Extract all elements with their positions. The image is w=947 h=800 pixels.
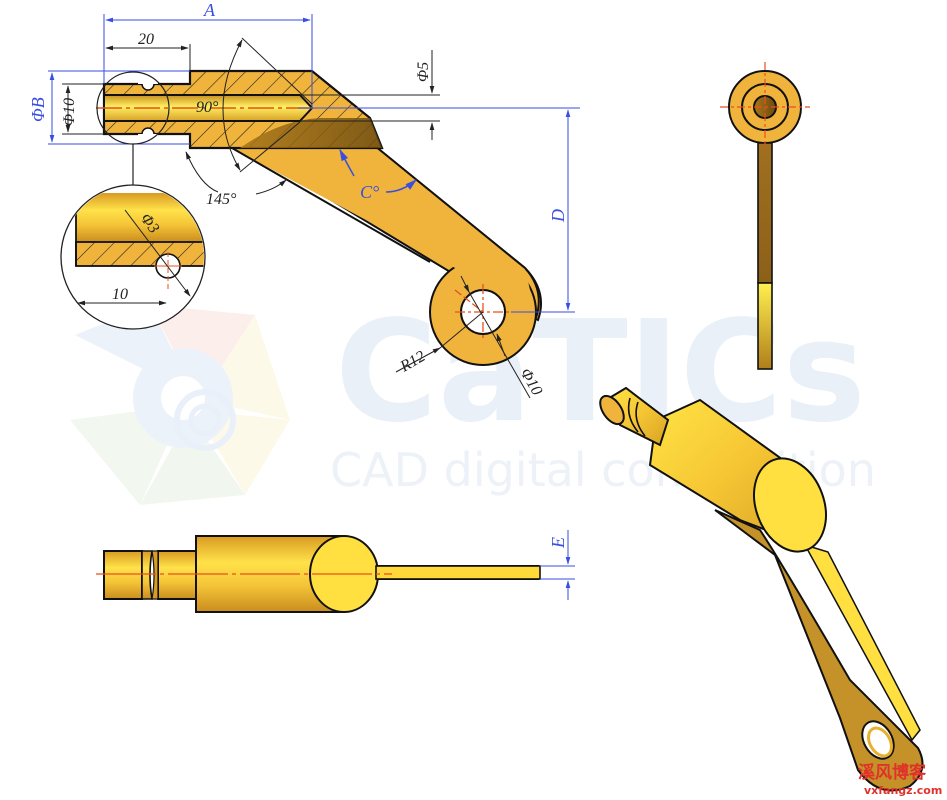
dim-dia-B: ΦB (28, 97, 48, 122)
dim-dia-5: Φ5 (415, 62, 432, 82)
dim-D: D (548, 209, 568, 223)
dim-angle-90: 90° (196, 99, 219, 116)
top-view: E (96, 530, 575, 613)
dim-angle-C: C° (360, 182, 379, 202)
isometric-view (599, 386, 924, 792)
corner-mark-chinese: 溪风博客 (858, 762, 927, 783)
dim-E: E (548, 537, 568, 549)
dim-A: A (203, 0, 216, 20)
dim-20: 20 (138, 31, 154, 48)
dim-len-10: 10 (112, 286, 128, 303)
dim-angle-145: 145° (206, 191, 237, 208)
watermark-logo-icon (70, 305, 290, 505)
side-view (720, 62, 810, 370)
dim-dia-10: Φ10 (61, 98, 78, 126)
watermark-brand: CaTICs (335, 291, 866, 454)
side-view-centerlines (720, 62, 810, 150)
bore (103, 94, 314, 122)
corner-mark-url: vxfangz.com (864, 784, 942, 797)
corner-mark: 溪风博客 vxfangz.com (858, 762, 942, 797)
